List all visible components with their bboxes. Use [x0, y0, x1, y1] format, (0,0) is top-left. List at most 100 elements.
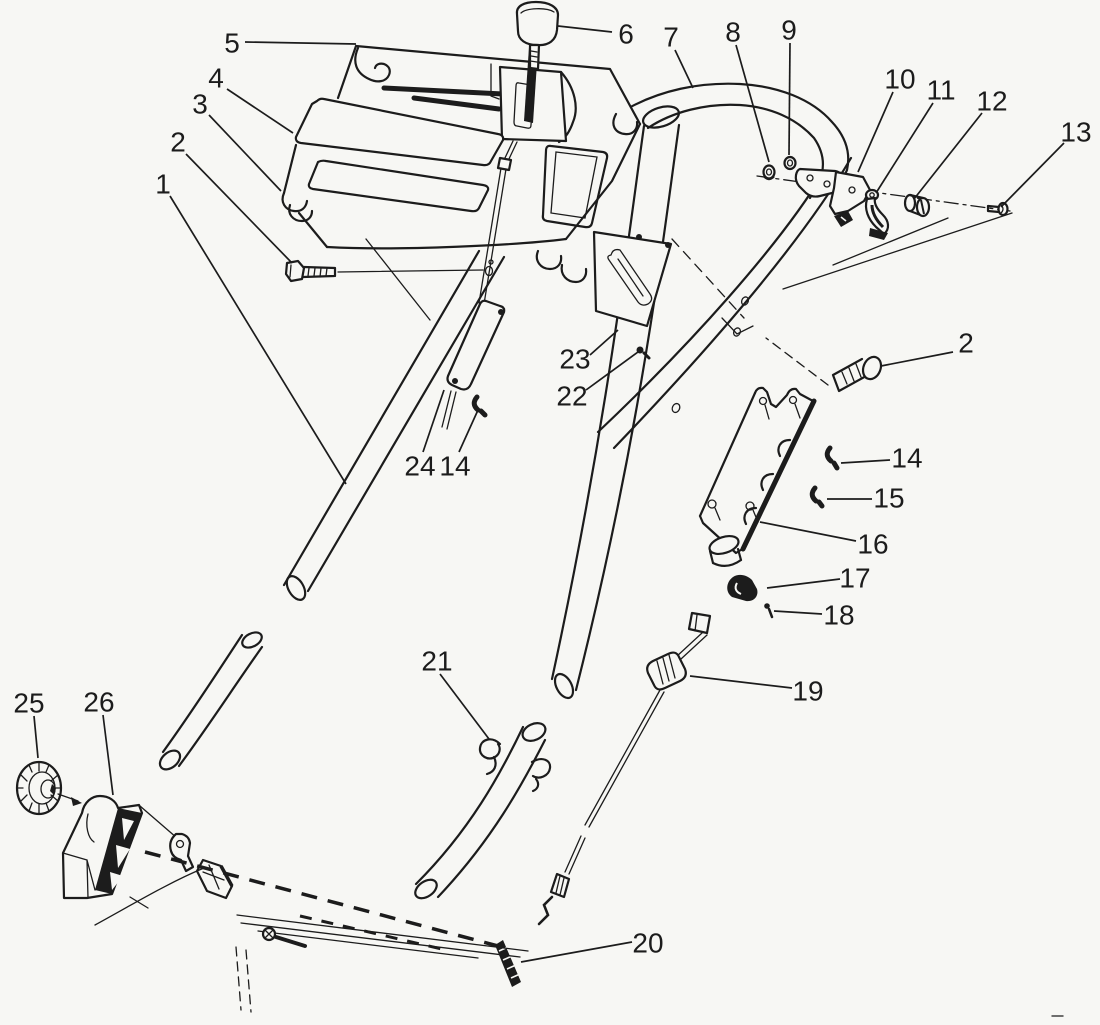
callout-number-23: 23 [559, 344, 590, 375]
leader-line-7 [674, 49, 694, 89]
callout-14: 14 [840, 443, 923, 474]
callout-number-3: 3 [192, 89, 208, 120]
callout-7: 7 [663, 22, 694, 89]
leader-line-6 [557, 25, 613, 33]
callout-number-25: 25 [13, 688, 44, 719]
leader-line-14 [458, 409, 479, 453]
leader-line-2 [185, 153, 293, 264]
callout-10: 10 [857, 64, 916, 173]
leader-line-22 [585, 351, 639, 391]
mount-bracket-26 [61, 794, 144, 900]
leader-line-19 [689, 675, 793, 689]
callout-4: 4 [208, 63, 294, 134]
callout-3: 3 [192, 89, 282, 192]
cable-adjuster-19 [646, 651, 687, 691]
leader-line-8 [735, 44, 770, 163]
callout-13: 13 [1000, 117, 1092, 208]
callout-number-16: 16 [857, 529, 888, 560]
deck-phantom-outline [94, 867, 529, 1013]
cable-anchor-flag [169, 832, 195, 873]
carriage-bolt-2-right [765, 337, 883, 393]
roll-pin-14-left [471, 394, 488, 418]
callout-number-17: 17 [839, 563, 870, 594]
callout-number-9: 9 [781, 15, 797, 46]
leader-line-21 [439, 673, 490, 740]
callout-16: 16 [759, 521, 889, 560]
leader-line-1 [169, 195, 347, 485]
console-face-panel [294, 97, 505, 167]
callout-number-24: 24 [404, 451, 435, 482]
callout-number-22: 22 [556, 381, 587, 412]
leader-line-11 [875, 102, 934, 194]
callout-11: 11 [875, 75, 956, 194]
shift-plate [498, 47, 577, 144]
callout-number-4: 4 [208, 63, 224, 94]
callout-2: 2 [880, 328, 974, 367]
shift-rod [365, 140, 518, 321]
spring-20 [495, 940, 521, 987]
callout-number-21: 21 [421, 646, 452, 677]
leader-line-16 [759, 521, 857, 542]
deck-alignment-lines [57, 793, 178, 909]
leader-line-17 [766, 578, 841, 589]
shift-detent-lever-11 [864, 188, 890, 240]
cable-guide-clip-21 [478, 738, 552, 793]
leader-line-12 [913, 112, 983, 200]
pivot-hardware-cluster [756, 155, 1013, 290]
callout-number-5: 5 [224, 28, 240, 59]
leader-line-5 [244, 41, 357, 45]
leader-line-18 [773, 610, 823, 615]
callout-number-8: 8 [725, 17, 741, 48]
cable-top-fitting [687, 611, 712, 635]
leader-line-13 [1000, 142, 1065, 208]
callout-2: 2 [170, 127, 293, 264]
callout-number-2: 2 [170, 127, 186, 158]
callout-19: 19 [689, 675, 824, 707]
screw-18 [764, 603, 774, 619]
panel-holes [707, 395, 801, 523]
callout-1: 1 [155, 169, 347, 485]
callout-number-11: 11 [926, 75, 955, 106]
leader-line-23 [589, 329, 619, 356]
console-top-cover [336, 44, 642, 136]
pivot-bracket-10 [828, 170, 872, 227]
hidden-cable-dashes [144, 850, 499, 952]
callout-14: 14 [439, 409, 479, 482]
height-adjust-knob-25 [15, 760, 63, 816]
callout-number-10: 10 [884, 64, 915, 95]
upper-handle-right-tube [550, 105, 681, 700]
panel-edge-bar [740, 398, 817, 552]
knob-bushing-12 [903, 193, 931, 218]
console-assembly [281, 0, 642, 284]
indicator-bracket [592, 230, 673, 328]
callout-21: 21 [421, 646, 490, 740]
callout-23: 23 [559, 329, 619, 375]
callout-number-7: 7 [663, 22, 679, 53]
callout-12: 12 [913, 86, 1008, 200]
cable-crimp [549, 872, 571, 899]
callout-number-20: 20 [632, 928, 663, 959]
control-cable [495, 611, 712, 987]
callout-15: 15 [827, 483, 905, 514]
cable-z-hook [537, 895, 554, 926]
callout-5: 5 [224, 28, 357, 59]
callout-number-14: 14 [439, 451, 470, 482]
leader-line-9 [788, 42, 791, 156]
callout-24: 24 [404, 389, 445, 482]
screw-13 [986, 201, 1009, 217]
leader-line-24 [422, 389, 445, 453]
callout-number-19: 19 [792, 676, 823, 707]
screw-22 [636, 346, 651, 360]
callout-number-26: 26 [83, 687, 114, 718]
leader-line-3 [208, 114, 282, 192]
roll-pin-15 [809, 485, 825, 509]
callout-number-13: 13 [1060, 117, 1091, 148]
callout-26: 26 [83, 687, 115, 796]
callout-number-2: 2 [958, 328, 974, 359]
deck-bolt [261, 926, 307, 948]
callout-number-6: 6 [618, 19, 634, 50]
console-lower-housing [281, 122, 642, 284]
